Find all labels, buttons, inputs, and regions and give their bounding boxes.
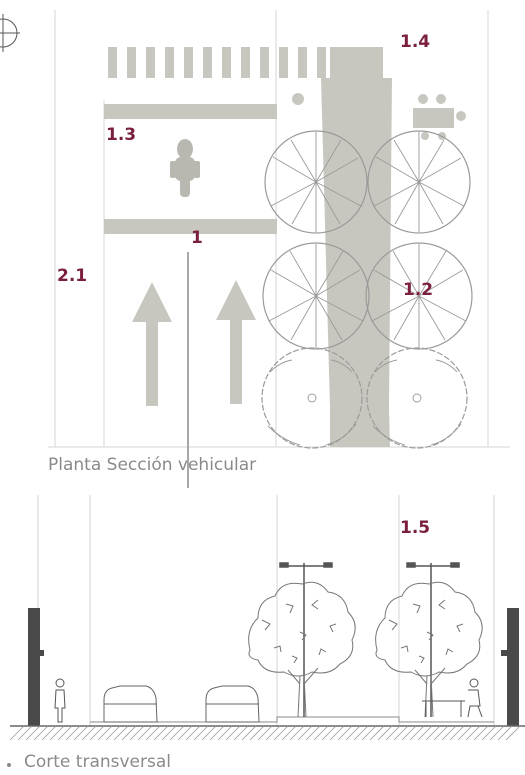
- caption-bullet-icon: [7, 763, 11, 767]
- median-strip: [318, 47, 392, 447]
- tree-canopy-group: [261, 130, 473, 449]
- stop-line-lower: [104, 219, 277, 234]
- callout-1-2: 1.2: [403, 280, 434, 300]
- north-arrow-icon: [0, 14, 20, 52]
- tree-canopy-icon: [365, 242, 473, 350]
- street-lamp-icon: [279, 562, 333, 717]
- motorcycle-icon: [170, 139, 200, 197]
- bench-icon: [413, 94, 466, 140]
- building-wall-left-ledge: [38, 650, 44, 656]
- pedestrian-icon: [54, 678, 66, 723]
- bench-with-person-icon: [422, 678, 483, 718]
- callout-1: 1: [191, 228, 203, 248]
- plan-caption: Planta Sección vehicular: [48, 455, 257, 475]
- section-view: [9, 495, 525, 741]
- callout-2-1: 2.1: [57, 266, 88, 286]
- bollard-icon: [292, 93, 304, 105]
- tree-canopy-icon: [262, 242, 370, 350]
- section-caption: Corte transversal: [24, 752, 171, 772]
- lane-arrow-right-icon: [216, 280, 256, 404]
- building-wall-left: [28, 608, 40, 726]
- building-wall-right: [507, 608, 519, 726]
- building-wall-right-ledge: [501, 650, 507, 656]
- street-lamp-icon: [406, 562, 460, 717]
- ground-hatch: [9, 725, 521, 741]
- tree-elevation-icon: [375, 581, 483, 718]
- tree-canopy-icon: [264, 130, 368, 234]
- tree-canopy-icon: [261, 347, 363, 449]
- tree-canopy-icon: [366, 347, 468, 449]
- callout-1-3: 1.3: [106, 125, 137, 145]
- tree-canopy-icon: [367, 130, 471, 234]
- car-icon: [103, 685, 158, 723]
- car-icon: [205, 685, 260, 723]
- lane-arrow-left-icon: [132, 282, 172, 406]
- plan-view: [0, 10, 510, 488]
- tree-elevation-icon: [248, 581, 356, 718]
- callout-1-4: 1.4: [400, 32, 431, 52]
- callout-1-5: 1.5: [400, 518, 431, 538]
- stop-line-upper: [104, 104, 277, 119]
